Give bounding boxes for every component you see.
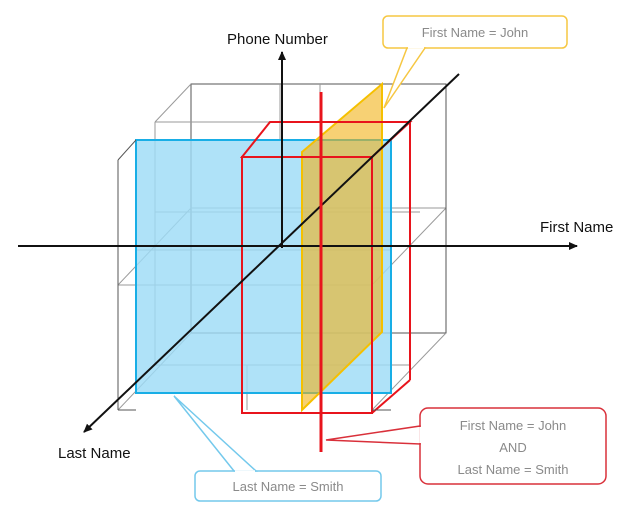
- callout-first-name-john-text: First Name = John: [422, 25, 529, 40]
- last-name-axis-label: Last Name: [58, 445, 131, 462]
- last-name-axis: [83, 73, 460, 433]
- first-name-axis-label: First Name: [540, 219, 613, 236]
- callout-john-and-smith-line2: AND: [499, 440, 526, 455]
- callout-last-name-smith: Last Name = Smith: [173, 395, 382, 502]
- callout-john-and-smith: First Name = John AND Last Name = Smith: [325, 407, 607, 485]
- callout-john-and-smith-line1: First Name = John: [460, 418, 567, 433]
- callout-first-name-john: First Name = John: [382, 15, 568, 109]
- cube-front-face: [117, 84, 447, 411]
- callout-last-name-smith-text: Last Name = Smith: [233, 479, 344, 494]
- callout-john-and-smith-line3: Last Name = Smith: [458, 462, 569, 477]
- phone-number-axis-label: Phone Number: [227, 31, 328, 48]
